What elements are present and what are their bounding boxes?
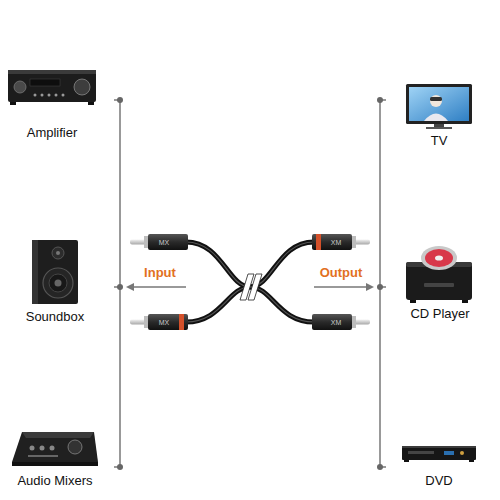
device-label: Amplifier: [27, 126, 78, 140]
rca-cable: [186, 242, 314, 322]
soundbox-icon: [32, 240, 78, 304]
input-arrow: [126, 283, 186, 291]
device-label: CD Player: [410, 307, 469, 321]
plug-marking: XM: [331, 239, 342, 247]
cd-player-icon: [406, 246, 472, 303]
rca-plug-left-top: [130, 234, 188, 250]
dvd-icon: [402, 446, 476, 462]
rca-plug-left-bottom: [130, 314, 188, 330]
plug-marking: MX: [159, 319, 170, 327]
audio-mixer-icon: [12, 432, 98, 466]
plug-marking: XM: [331, 319, 342, 327]
bracket-right: [377, 97, 386, 470]
tv-icon: [406, 84, 472, 129]
rca-plug-right-bottom: [312, 314, 370, 330]
device-label: TV: [431, 134, 448, 148]
direction-label: Input: [144, 266, 176, 280]
device-label: Soundbox: [26, 310, 85, 324]
device-label: Audio Mixers: [17, 474, 92, 488]
device-label: DVD: [425, 474, 452, 488]
bracket-left: [114, 97, 123, 470]
rca-plug-right-top: [312, 234, 370, 250]
output-arrow: [314, 283, 374, 291]
direction-label: Output: [320, 266, 363, 280]
cable-break: [240, 274, 262, 300]
amplifier-icon: [8, 70, 96, 105]
plug-marking: MX: [159, 239, 170, 247]
